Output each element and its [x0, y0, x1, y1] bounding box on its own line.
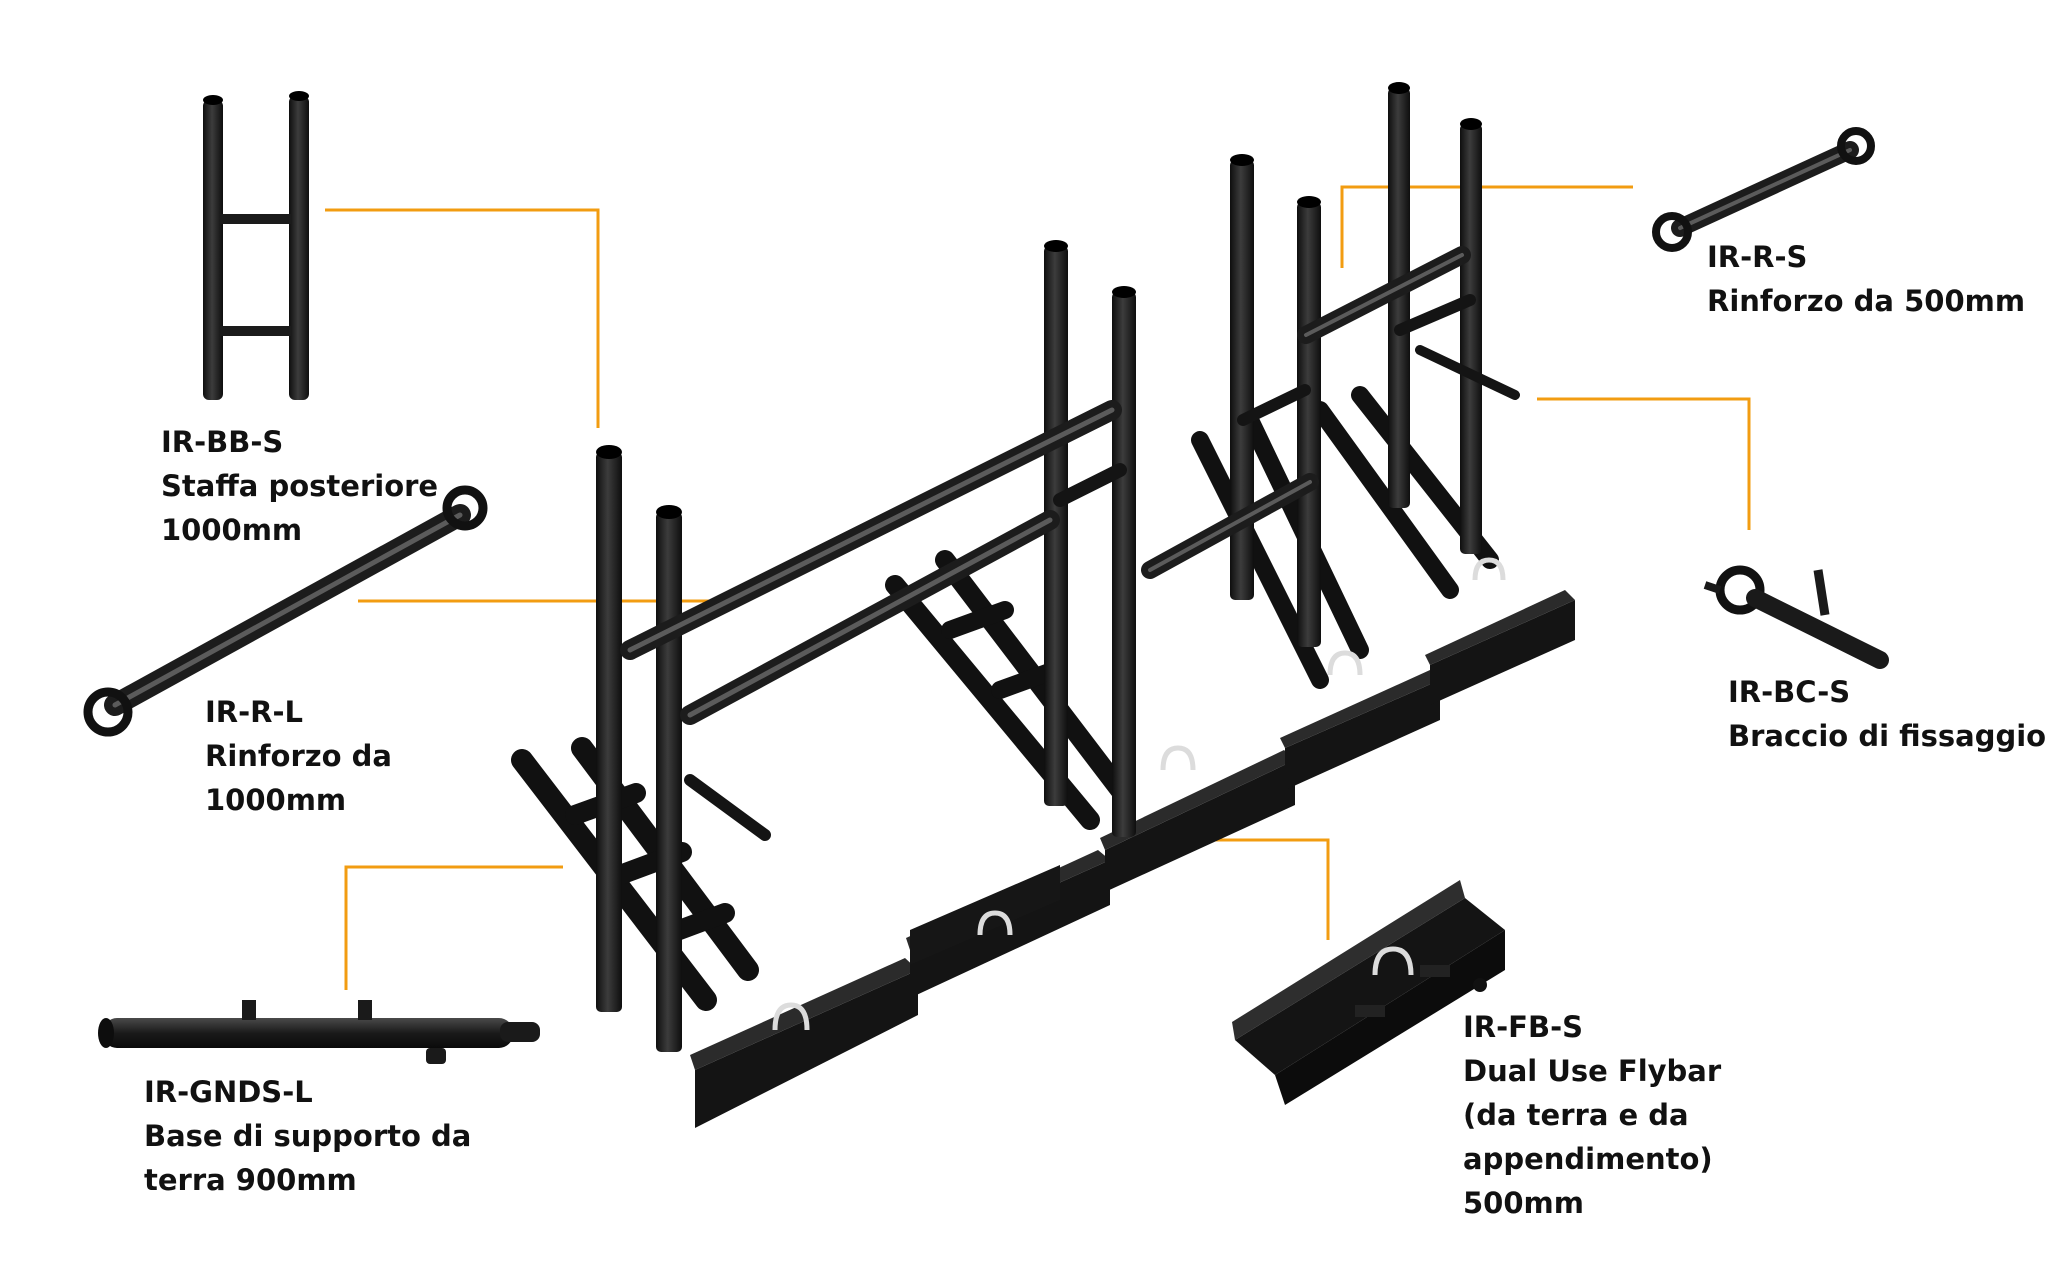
- label-back-bracket: IR-BB-S Staffa posteriore 1000mm: [161, 420, 438, 552]
- long-reinforcement-image: [83, 485, 488, 737]
- vertical-posts: [596, 82, 1482, 1052]
- ground-support-image: [98, 1000, 540, 1064]
- label-code: IR-R-S: [1707, 240, 1808, 274]
- label-code: IR-BC-S: [1728, 675, 1851, 709]
- leader-line-bc: [1537, 397, 1751, 530]
- label-description-line: 1000mm: [161, 513, 303, 547]
- label-description-line: Rinforzo da: [205, 739, 392, 773]
- fixing-arms: [684, 345, 1520, 841]
- flybars: [690, 557, 1575, 1128]
- label-short-reinforcement: IR-R-S Rinforzo da 500mm: [1707, 235, 2025, 323]
- leader-line-fb: [1178, 838, 1330, 940]
- back-bracket-image: [203, 91, 309, 400]
- flybar-image: [1232, 880, 1505, 1105]
- label-description-line: Dual Use Flybar: [1463, 1054, 1722, 1088]
- label-description-line: (da terra e da: [1463, 1098, 1689, 1132]
- label-code: IR-GNDS-L: [144, 1075, 313, 1109]
- reinforcement-bars: [620, 246, 1476, 725]
- label-description-line: 500mm: [1463, 1186, 1584, 1220]
- label-description-line: Staffa posteriore: [161, 469, 439, 503]
- main-assembly: [511, 82, 1575, 1128]
- label-description-line: Base di supporto da: [144, 1119, 472, 1153]
- label-description-line: Braccio di fissaggio: [1728, 719, 2047, 753]
- leader-line-gnds: [344, 865, 563, 990]
- label-code: IR-R-L: [205, 695, 304, 729]
- leader-lines: [325, 185, 1751, 990]
- fixing-arm-image: [1703, 565, 1889, 669]
- label-description-line: appendimento): [1463, 1142, 1713, 1176]
- label-description-line: 1000mm: [205, 783, 347, 817]
- label-code: IR-FB-S: [1463, 1010, 1583, 1044]
- label-description-line: terra 900mm: [144, 1163, 357, 1197]
- label-flybar: IR-FB-S Dual Use Flybar (da terra e da a…: [1463, 1005, 1721, 1225]
- leader-line-bb: [325, 208, 600, 428]
- label-description-line: Rinforzo da 500mm: [1707, 284, 2026, 318]
- leader-line-rs: [1340, 185, 1633, 268]
- label-ground-support: IR-GNDS-L Base di supporto da terra 900m…: [144, 1070, 471, 1202]
- label-code: IR-BB-S: [161, 425, 284, 459]
- short-reinforcement-image: [1652, 127, 1875, 252]
- label-long-reinforcement: IR-R-L Rinforzo da 1000mm: [205, 690, 392, 822]
- label-fixing-arm: IR-BC-S Braccio di fissaggio: [1728, 670, 2046, 758]
